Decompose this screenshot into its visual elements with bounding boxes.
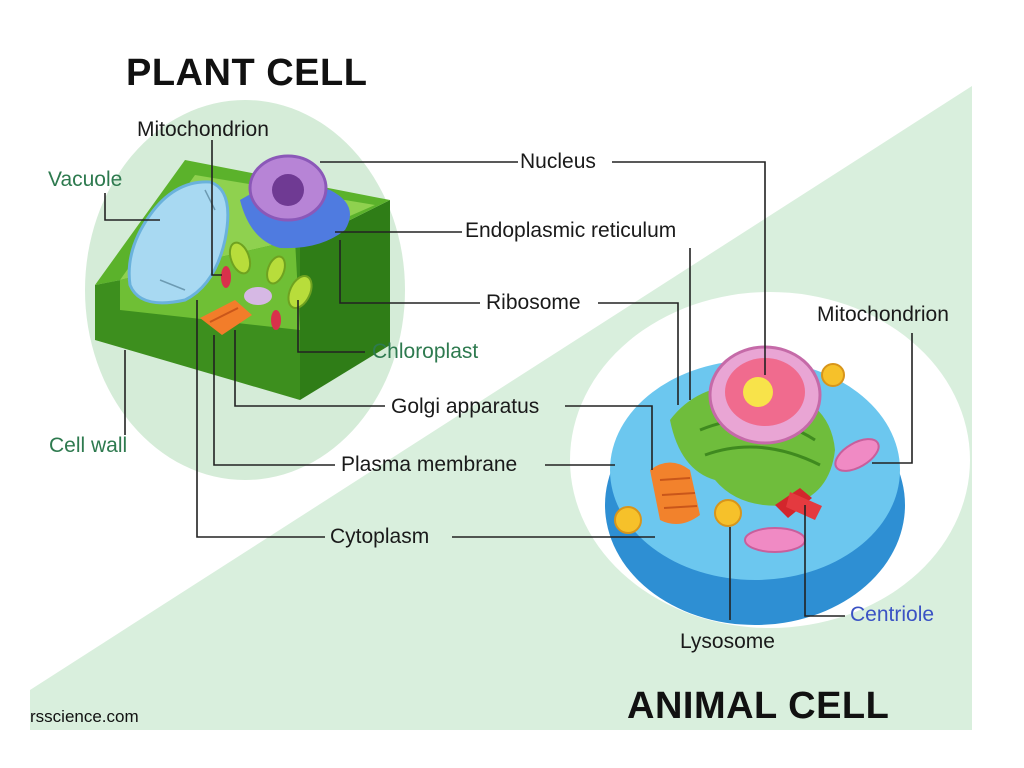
background-bottom bbox=[30, 690, 972, 730]
label-mitochondrion-animal: Mitochondrion bbox=[817, 303, 949, 326]
leader-lines bbox=[104, 140, 913, 620]
label-golgi-apparatus: Golgi apparatus bbox=[391, 395, 540, 418]
label-endoplasmic-reticulum: Endoplasmic reticulum bbox=[465, 219, 677, 242]
plant-cell-heading: PLANT CELL bbox=[126, 52, 368, 94]
plant-cell-wall-side bbox=[300, 200, 390, 400]
plant-vacuole bbox=[127, 180, 230, 305]
label-cell-wall: Cell wall bbox=[49, 434, 128, 457]
label-lysosome: Lysosome bbox=[680, 630, 775, 653]
label-cytoplasm: Cytoplasm bbox=[330, 525, 430, 548]
plant-golgi bbox=[200, 300, 252, 335]
plant-mitochondrion bbox=[221, 266, 231, 288]
animal-cell bbox=[605, 345, 905, 625]
label-chloroplast: Chloroplast bbox=[372, 340, 479, 363]
label-centriole: Centriole bbox=[850, 603, 935, 626]
label-ribosome: Ribosome bbox=[486, 291, 581, 314]
animal-lysosome bbox=[714, 499, 742, 527]
plant-cell bbox=[95, 154, 390, 400]
animal-mitochondrion bbox=[834, 438, 880, 472]
label-plasma-membrane: Plasma membrane bbox=[341, 453, 518, 476]
animal-nucleolus bbox=[743, 377, 773, 407]
animal-cell-heading: ANIMAL CELL bbox=[627, 685, 890, 727]
label-nucleus: Nucleus bbox=[520, 150, 596, 173]
label-mitochondrion-plant: Mitochondrion bbox=[137, 118, 269, 141]
plant-chloroplast bbox=[228, 241, 252, 275]
label-vacuole: Vacuole bbox=[48, 168, 123, 191]
source-credit: rsscience.com bbox=[30, 707, 139, 726]
